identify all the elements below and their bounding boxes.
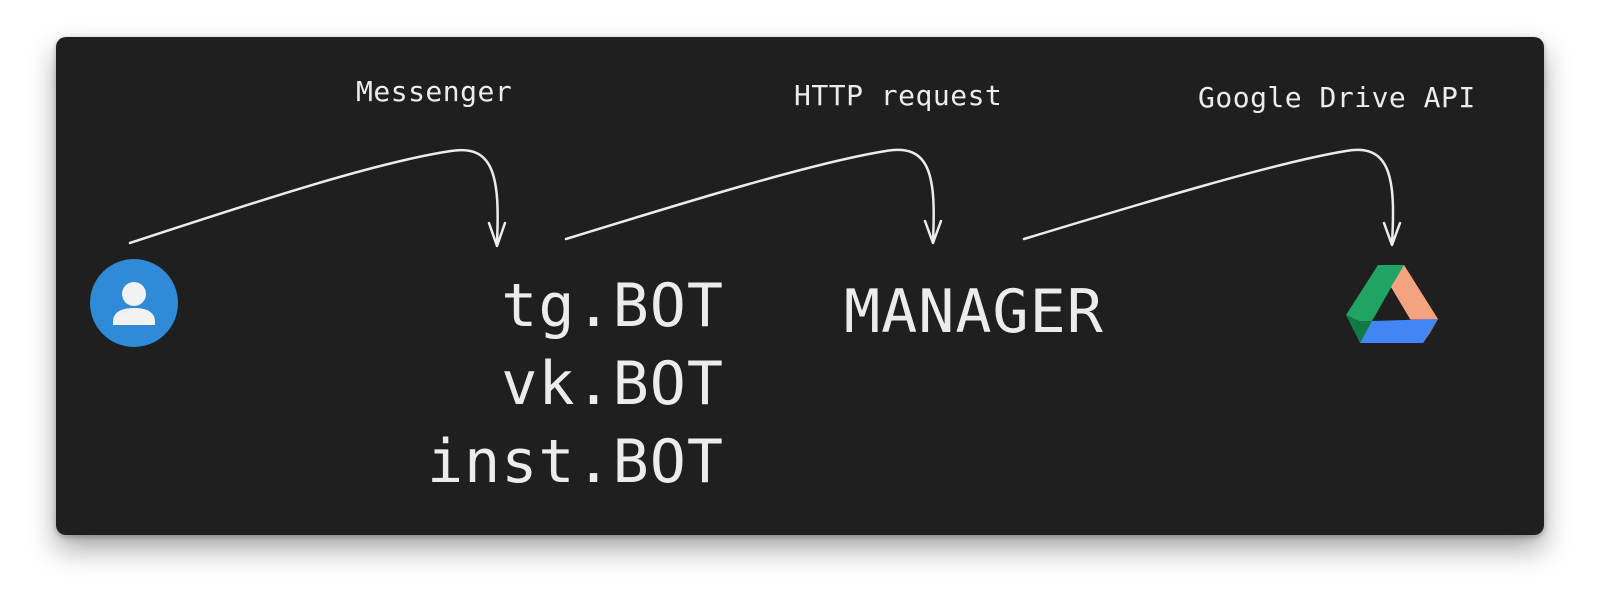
arrows-layer [128,148,1402,248]
edge-label-messenger: Messenger [356,75,513,108]
edge-label-http-request: HTTP request [794,79,1003,112]
arrow-manager-to-drive [1022,148,1402,247]
diagram-canvas: Messenger HTTP request Google Drive API … [56,37,1544,535]
user-avatar-icon [90,259,178,347]
google-drive-icon [1346,265,1438,343]
arrow-bots-to-manager [564,148,943,245]
edge-label-google-drive-api: Google Drive API [1198,81,1476,114]
manager-node-label: MANAGER [844,277,1104,347]
bot-label-tg: tg.BOT [501,271,724,341]
bots-node: tg.BOT vk.BOT inst.BOT [427,267,724,501]
bot-label-inst: inst.BOT [427,427,724,497]
bot-label-vk: vk.BOT [501,349,724,419]
arrow-user-to-bots [128,148,507,248]
